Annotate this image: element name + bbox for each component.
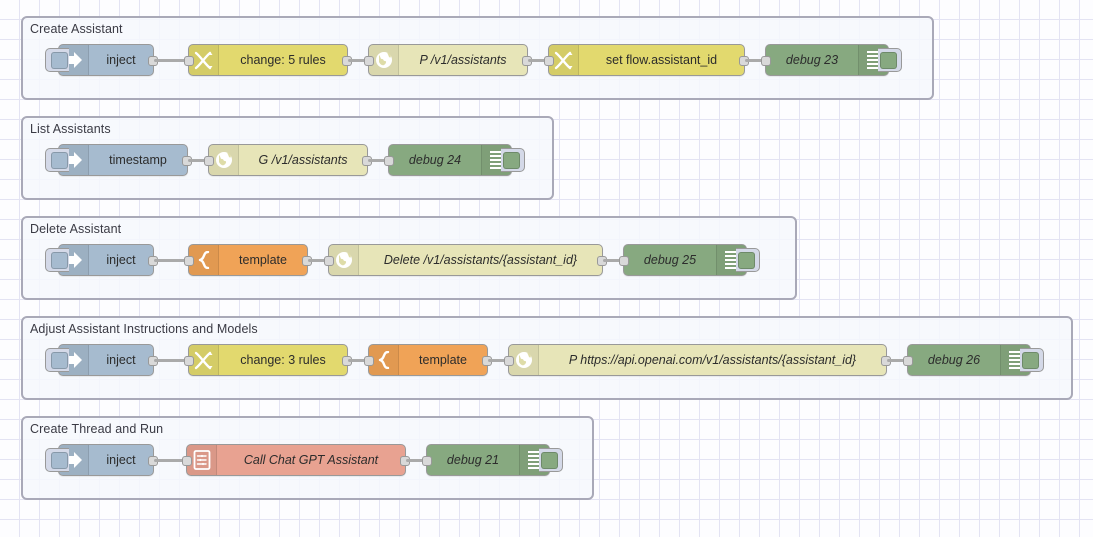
node-template[interactable]: template	[184, 244, 312, 276]
node-change[interactable]: change: 3 rules	[184, 344, 352, 376]
node-inject[interactable]: inject	[45, 44, 158, 76]
node-input-port[interactable]	[504, 356, 514, 366]
node-input-port[interactable]	[364, 56, 374, 66]
group-title: Delete Assistant	[30, 222, 122, 236]
node-input-port[interactable]	[324, 256, 334, 266]
node-input-port[interactable]	[903, 356, 913, 366]
node-input-port[interactable]	[761, 56, 771, 66]
node-input-port[interactable]	[544, 56, 554, 66]
node-change[interactable]: change: 5 rules	[184, 44, 352, 76]
globe-icon	[329, 245, 359, 275]
node-http[interactable]: P /v1/assistants	[364, 44, 532, 76]
globe-icon	[209, 145, 239, 175]
node-input-port[interactable]	[422, 456, 432, 466]
wire[interactable]	[348, 59, 368, 62]
node-label: inject	[106, 253, 136, 267]
wire[interactable]	[154, 59, 188, 62]
wire[interactable]	[528, 59, 548, 62]
node-debug[interactable]: debug 24	[384, 144, 525, 176]
node-label: template	[419, 353, 467, 367]
group-title: Create Assistant	[30, 22, 123, 36]
inject-trigger-button[interactable]	[45, 448, 69, 472]
node-input-port[interactable]	[184, 256, 194, 266]
brace-icon	[189, 245, 219, 275]
brace-icon	[369, 345, 399, 375]
node-label: change: 5 rules	[240, 53, 326, 67]
node-debug[interactable]: debug 25	[619, 244, 760, 276]
node-label: Delete /v1/assistants/{assistant_id}	[383, 253, 578, 267]
wire[interactable]	[745, 59, 765, 62]
node-input-port[interactable]	[619, 256, 629, 266]
wire[interactable]	[154, 459, 186, 462]
node-http[interactable]: Delete /v1/assistants/{assistant_id}	[324, 244, 607, 276]
node-label: P /v1/assistants	[419, 53, 507, 67]
node-label: debug 25	[643, 253, 697, 267]
globe-icon	[509, 345, 539, 375]
node-label: Call Chat GPT Assistant	[243, 453, 379, 467]
debug-toggle-button[interactable]	[1020, 348, 1044, 372]
node-input-port[interactable]	[184, 356, 194, 366]
node-input-port[interactable]	[182, 456, 192, 466]
node-label: template	[239, 253, 287, 267]
shuffle-icon	[549, 45, 579, 75]
node-input-port[interactable]	[184, 56, 194, 66]
node-label: debug 24	[408, 153, 462, 167]
node-label: P https://api.openai.com/v1/assistants/{…	[568, 353, 857, 367]
node-input-port[interactable]	[384, 156, 394, 166]
group-title: Create Thread and Run	[30, 422, 164, 436]
node-debug[interactable]: debug 23	[761, 44, 902, 76]
wire[interactable]	[406, 459, 426, 462]
inject-trigger-button[interactable]	[45, 48, 69, 72]
group-title: Adjust Assistant Instructions and Models	[30, 322, 258, 336]
node-change[interactable]: set flow.assistant_id	[544, 44, 749, 76]
node-label: debug 21	[446, 453, 500, 467]
wire[interactable]	[488, 359, 508, 362]
node-label: timestamp	[109, 153, 167, 167]
node-input-port[interactable]	[204, 156, 214, 166]
node-inject[interactable]: inject	[45, 244, 158, 276]
node-label: G /v1/assistants	[258, 153, 348, 167]
node-label: inject	[106, 53, 136, 67]
node-label: debug 23	[785, 53, 839, 67]
debug-toggle-button[interactable]	[736, 248, 760, 272]
node-http[interactable]: G /v1/assistants	[204, 144, 372, 176]
node-http[interactable]: P https://api.openai.com/v1/assistants/{…	[504, 344, 891, 376]
node-label: debug 26	[927, 353, 981, 367]
wire[interactable]	[603, 259, 623, 262]
node-template[interactable]: template	[364, 344, 492, 376]
assistant-doc-icon	[187, 445, 217, 475]
wire[interactable]	[188, 159, 208, 162]
inject-trigger-button[interactable]	[45, 248, 69, 272]
node-inject[interactable]: inject	[45, 444, 158, 476]
inject-trigger-button[interactable]	[45, 348, 69, 372]
globe-icon	[369, 45, 399, 75]
node-debug[interactable]: debug 26	[903, 344, 1044, 376]
node-inject[interactable]: inject	[45, 344, 158, 376]
group-title: List Assistants	[30, 122, 111, 136]
wire[interactable]	[154, 359, 188, 362]
node-label: inject	[106, 353, 136, 367]
node-label: inject	[106, 453, 136, 467]
debug-toggle-button[interactable]	[878, 48, 902, 72]
shuffle-icon	[189, 345, 219, 375]
node-input-port[interactable]	[364, 356, 374, 366]
debug-toggle-button[interactable]	[501, 148, 525, 172]
node-gpt[interactable]: Call Chat GPT Assistant	[182, 444, 410, 476]
inject-trigger-button[interactable]	[45, 148, 69, 172]
wire[interactable]	[348, 359, 368, 362]
wire[interactable]	[154, 259, 188, 262]
wire[interactable]	[887, 359, 907, 362]
node-label: set flow.assistant_id	[605, 53, 718, 67]
node-inject[interactable]: timestamp	[45, 144, 192, 176]
debug-toggle-button[interactable]	[539, 448, 563, 472]
node-debug[interactable]: debug 21	[422, 444, 563, 476]
node-label: change: 3 rules	[240, 353, 326, 367]
wire[interactable]	[308, 259, 328, 262]
shuffle-icon	[189, 45, 219, 75]
wire[interactable]	[368, 159, 388, 162]
